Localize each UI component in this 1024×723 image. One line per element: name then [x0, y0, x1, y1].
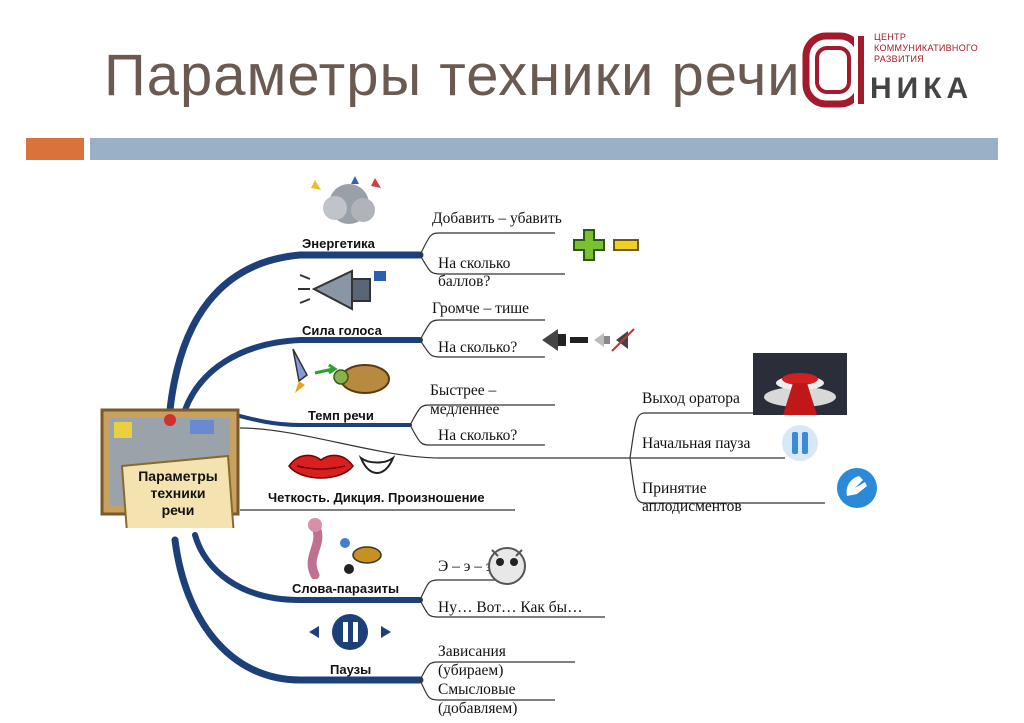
megaphone-icon: [298, 269, 386, 311]
worm-insects-icon: [307, 518, 382, 579]
page-title: Параметры техники речи: [104, 43, 801, 108]
voice-leaf-louder-quieter: Громче – тише: [432, 300, 530, 317]
plus-minus-icon: [573, 229, 639, 261]
header-accent-orange: [26, 138, 84, 160]
branch-voice-label: Сила голоса: [302, 323, 382, 338]
tempo-leaf-faster-line1: Быстрее –: [430, 382, 497, 399]
applause-hands-icon: [837, 468, 877, 508]
logo: ЦЕНТР КОММУНИКАТИВНОГО РАЗВИТИЯ НИКА: [800, 30, 990, 112]
energy-leaf-how-much-line2: баллов?: [438, 273, 491, 290]
parasites-leaf-eee: Э – э – э: [438, 558, 493, 575]
branch-voice: [182, 337, 423, 413]
energy-illustration-icon: [311, 176, 381, 224]
center-label-line3: речи: [161, 502, 195, 518]
confused-face-icon: [488, 547, 526, 585]
pauses-leaf-meaningful-line1: Смысловые: [438, 681, 516, 698]
pause-button-icon: [309, 614, 391, 650]
pauses-leaf-hangs-line2: (убираем): [438, 662, 504, 679]
energy-leaf-how-much-line1: На сколько: [438, 255, 511, 272]
stage-podium-icon: [753, 353, 847, 415]
center-label-line2: техники: [150, 485, 206, 501]
logo-line1: ЦЕНТР: [874, 32, 907, 42]
exit-leaf-speaker-entrance: Выход оратора: [642, 390, 740, 407]
branch-energy: [166, 251, 424, 414]
rocket-turtle-icon: [292, 348, 390, 394]
logo-line2: КОММУНИКАТИВНОГО: [874, 43, 979, 53]
logo-mark-icon: [802, 32, 864, 108]
branch-energy-label: Энергетика: [302, 236, 375, 251]
branch-diction-label: Четкость. Дикция. Произношение: [268, 490, 485, 505]
branch-tempo-label: Темп речи: [308, 408, 374, 423]
tempo-leaf-how-much: На сколько?: [438, 427, 518, 444]
energy-leaf-add-reduce: Добавить – убавить: [432, 210, 562, 227]
branch-parasites-label: Слова-паразиты: [292, 581, 400, 596]
branch-pauses-label: Паузы: [330, 662, 372, 677]
lips-smile-icon: [288, 454, 395, 479]
parasites-leaf-well-so: Ну… Вот… Как бы…: [438, 599, 583, 616]
exit-leaf-applause-line1: Принятие: [642, 480, 707, 497]
exit-leaf-initial-pause: Начальная пауза: [642, 435, 751, 452]
branch-parasites: [192, 532, 423, 603]
branch-pauses: [171, 536, 424, 684]
center-label-line1: Параметры: [138, 468, 218, 484]
voice-leaf-how-much: На сколько?: [438, 339, 518, 356]
tempo-leaf-faster-line2: медленнее: [430, 401, 500, 418]
center-board-icon: [100, 408, 240, 528]
pause-circle-icon: [782, 425, 818, 461]
pauses-leaf-hangs-line1: Зависания: [438, 643, 506, 660]
header-accent-blue: [90, 138, 998, 160]
center-label: Параметры техники речи: [125, 468, 231, 519]
exit-leaf-applause-line2: аплодисментов: [642, 498, 742, 515]
logo-line3: РАЗВИТИЯ: [874, 54, 925, 64]
logo-brand: НИКА: [870, 72, 974, 105]
pauses-leaf-meaningful-line2: (добавляем): [438, 700, 518, 717]
volume-levels-icon: [542, 328, 635, 352]
